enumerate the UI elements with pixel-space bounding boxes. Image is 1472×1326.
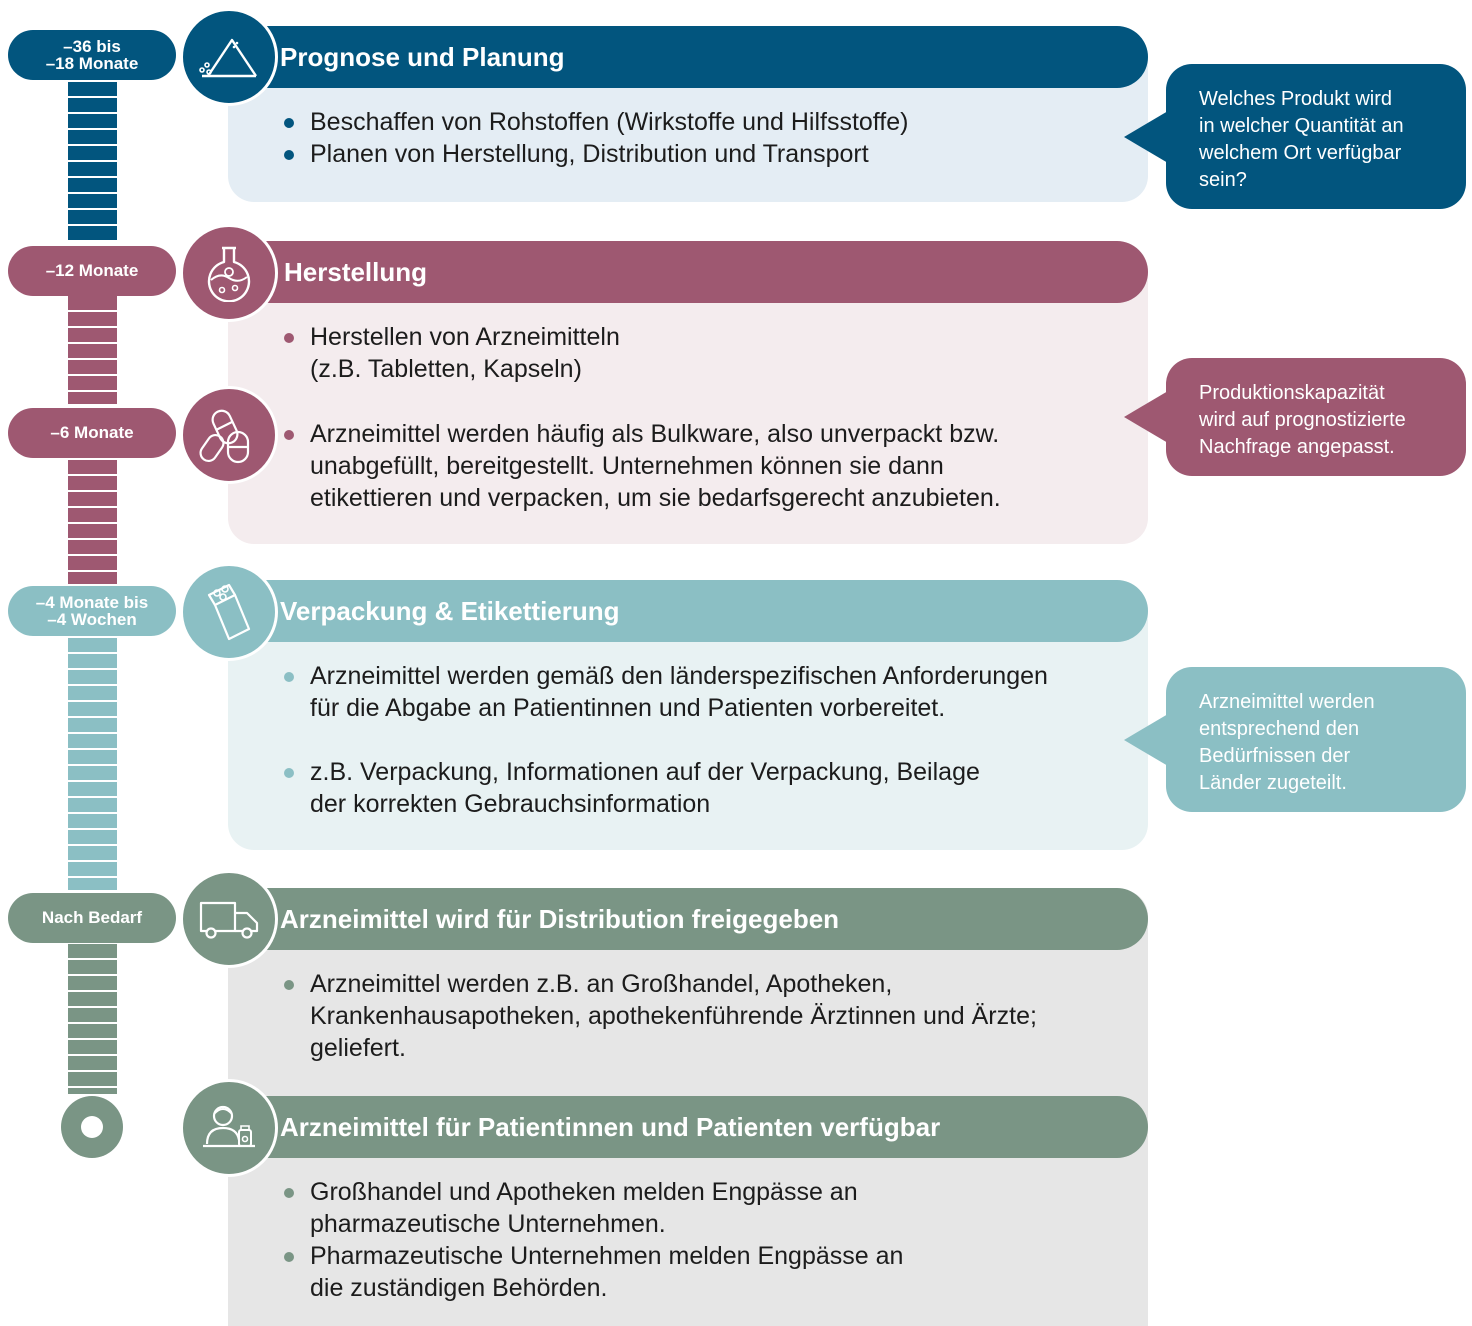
bubble-line: Nachfrage angepasst. [1199, 436, 1395, 458]
list-item: Arzneimittel werden z.B. an Großhandel, … [284, 968, 1037, 1064]
time-label-bulk: –6 Monate [8, 408, 176, 458]
list-item: Pharmazeutische Unternehmen melden Engpä… [283, 1240, 904, 1304]
timeline-segment-herstellung-1 [68, 296, 117, 404]
list-item-line: die zuständigen Behörden. [310, 1274, 608, 1302]
stage-header-verpackung: Verpackung & Etikettierung [228, 580, 1148, 642]
time-label-line: –36 bis [63, 36, 121, 56]
list-item-line: Herstellen von Arzneimitteln [310, 323, 620, 351]
bubble-line: Länder zugeteilt. [1199, 772, 1347, 794]
mountain-icon [199, 38, 257, 78]
stage-header-distribution: Arzneimittel wird für Distribution freig… [228, 888, 1148, 950]
stage-bullets-verpackung-2: z.B. Verpackung, Informationen auf der V… [284, 756, 980, 820]
pharmacist-icon [203, 1105, 255, 1148]
list-item-line: unabgefüllt, bereitgestellt. Unternehmen… [310, 452, 944, 480]
list-item: Planen von Herstellung, Distribution und… [283, 138, 908, 170]
stage-title: Verpackung & Etikettierung [280, 595, 620, 626]
time-label-line: –4 Monate bis [35, 592, 149, 612]
truck-icon [199, 901, 259, 939]
list-item-line: geliefert. [310, 1034, 406, 1062]
list-item-line: pharmazeutische Unternehmen. [310, 1210, 666, 1238]
stage-bullets-verpackung: Arzneimittel werden gemäß den länderspez… [284, 660, 1048, 724]
info-bubble-planung: Welches Produkt wird in welcher Quantitä… [1124, 64, 1466, 209]
stage-icon-bulk [180, 386, 278, 484]
blister-box-icon [207, 583, 251, 641]
bubble-line: Produktionskapazität [1199, 382, 1385, 404]
stage-icon-distribution [180, 870, 278, 968]
list-item-line: Arzneimittel werden häufig als Bulkware,… [310, 420, 1000, 448]
stage-title: Arzneimittel wird für Distribution freig… [280, 903, 840, 934]
list-item-line: (z.B. Tabletten, Kapseln) [310, 355, 582, 383]
stage-icon-herstellung [180, 224, 278, 322]
info-bubble-herstellung: Produktionskapazität wird auf prognostiz… [1124, 358, 1466, 476]
bubble-line: Bedürfnissen der [1199, 745, 1351, 767]
bubble-line: welchem Ort verfügbar [1199, 142, 1402, 164]
stage-title: Herstellung [284, 256, 428, 287]
time-label-line: –18 Monate [45, 54, 139, 73]
stage-title: Prognose und Planung [280, 41, 565, 72]
time-label-line: –12 Monate [45, 261, 139, 281]
time-label-line: –6 Monate [50, 423, 134, 443]
bubble-line: entsprechend den [1199, 718, 1360, 740]
stage-bullets-bulk: Arzneimittel werden häufig als Bulkware,… [284, 418, 1001, 514]
flask-icon [207, 246, 251, 302]
capsules-icon [199, 409, 250, 464]
bubble-line: sein? [1199, 169, 1247, 191]
list-item: z.B. Verpackung, Informationen auf der V… [284, 756, 980, 820]
stage-bullets-herstellung: Herstellen von Arzneimitteln (z.B. Table… [284, 321, 620, 385]
stage-icon-verfuegbar [180, 1079, 278, 1177]
list-item-line: Großhandel und Apotheken melden Engpässe… [310, 1178, 858, 1206]
stage-icon-verpackung [180, 563, 278, 661]
timeline-segment-distribution [68, 944, 117, 1094]
list-item: Herstellen von Arzneimitteln (z.B. Table… [284, 321, 620, 385]
stage-bullets-verfuegbar: Großhandel und Apotheken melden Engpässe… [283, 1176, 904, 1304]
list-item-line: z.B. Verpackung, Informationen auf der V… [310, 758, 980, 786]
stage-header-herstellung: Herstellung [228, 241, 1148, 303]
info-bubble-verpackung: Arzneimittel werden entsprechend den Bed… [1124, 667, 1466, 812]
list-item-line: Arzneimittel werden z.B. an Großhandel, … [310, 970, 893, 998]
timeline-segment-herstellung-2 [68, 460, 117, 584]
list-item-line: etikettieren und verpacken, um sie bedar… [310, 484, 1001, 512]
timeline-segment-verpackung [68, 638, 117, 890]
stage-icon-planung [180, 8, 278, 106]
list-item: Großhandel und Apotheken melden Engpässe… [283, 1176, 903, 1240]
time-label-planung: –36 bis –18 Monate [8, 30, 176, 80]
list-item: Arzneimittel werden häufig als Bulkware,… [284, 418, 1001, 514]
timeline-end-dot [81, 1116, 103, 1138]
stage-bullets-planung: Beschaffen von Rohstoffen (Wirkstoffe un… [283, 106, 909, 170]
list-item-line: Krankenhausapotheken, apothekenführende … [310, 1002, 1037, 1030]
stage-bullets-distribution: Arzneimittel werden z.B. an Großhandel, … [284, 968, 1037, 1064]
stage-title: Arzneimittel für Patientinnen und Patien… [280, 1111, 941, 1142]
time-label-verpackung: –4 Monate bis –4 Wochen [8, 586, 176, 636]
list-item-line: der korrekten Gebrauchsinformation [310, 790, 711, 818]
bubble-line: in welcher Quantität an [1199, 115, 1404, 137]
time-label-distribution: Nach Bedarf [8, 893, 176, 943]
list-item-line: für die Abgabe an Patientinnen und Patie… [310, 694, 946, 722]
bubble-line: Arzneimittel werden [1199, 691, 1375, 713]
list-item: Beschaffen von Rohstoffen (Wirkstoffe un… [283, 108, 909, 136]
bubble-line: Welches Produkt wird [1199, 88, 1393, 110]
list-item-line: Arzneimittel werden gemäß den länderspez… [310, 662, 1048, 690]
time-label-line: –4 Wochen [47, 610, 137, 629]
bubble-line: wird auf prognostizierte [1199, 409, 1406, 431]
timeline-end-marker [61, 1096, 123, 1158]
time-label-line: Nach Bedarf [41, 908, 143, 928]
list-item-line: Pharmazeutische Unternehmen melden Engpä… [310, 1242, 904, 1270]
timeline-segment-planung [68, 82, 117, 242]
list-item: Arzneimittel werden gemäß den länderspez… [284, 660, 1048, 724]
time-label-herstellung: –12 Monate [8, 246, 176, 296]
stage-header-verfuegbar: Arzneimittel für Patientinnen und Patien… [228, 1096, 1148, 1158]
stage-header-planung: Prognose und Planung [228, 26, 1148, 88]
